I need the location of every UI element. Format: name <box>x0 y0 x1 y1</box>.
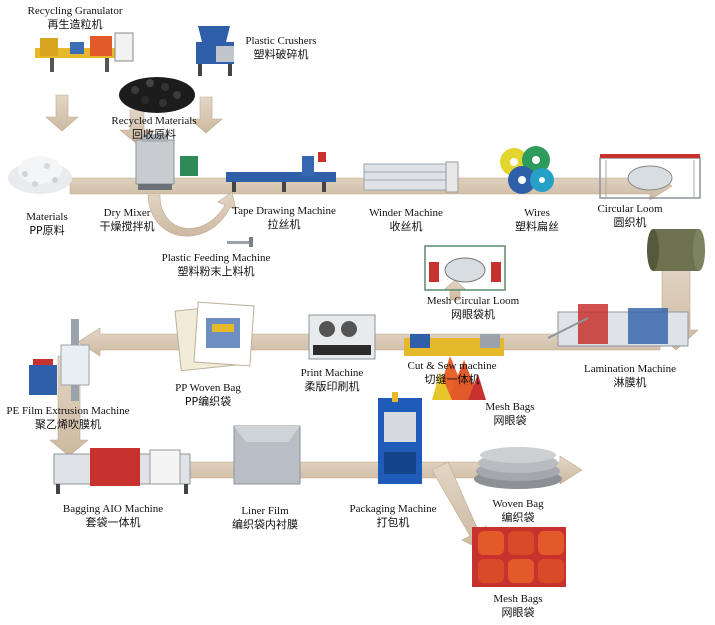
cut-sew-machine-image <box>404 334 504 356</box>
arrow-granulator-down <box>45 94 79 132</box>
label-cut-sew: Cut & Sew machine 切缝一体机 <box>407 360 497 386</box>
label-recycling-granulator: Recycling Granulator 再生造粒机 <box>27 5 123 31</box>
label-pp-woven-bag: PP Woven Bag PP编织袋 <box>175 382 241 408</box>
tape-drawing-machine-image <box>226 152 336 192</box>
plastic-crusher-image <box>196 26 234 76</box>
label-plastic-crushers: Plastic Crushers 塑料破碎机 <box>245 35 317 61</box>
packaging-machine-image <box>378 392 422 484</box>
arrow-crusher-down <box>189 96 223 134</box>
label-dry-mixer: Dry Mixer 干燥搅拌机 <box>99 207 155 233</box>
label-bagging-aio: Bagging AIO Machine 套袋一体机 <box>62 503 164 529</box>
winder-machine-image <box>363 161 459 193</box>
bagging-aio-machine-image <box>53 448 191 494</box>
label-recycled-materials: Recycled Materials 回收原料 <box>111 115 197 141</box>
label-print-machine: Print Machine 柔版印刷机 <box>300 367 364 393</box>
liner-film-image <box>233 425 301 485</box>
pe-film-extrusion-image <box>29 319 90 401</box>
circular-loom-image <box>599 154 701 199</box>
label-materials: Materials PP原料 <box>26 211 68 237</box>
wires-spools-image <box>500 146 554 194</box>
arrow-feeding-curve <box>147 191 237 237</box>
label-winder: Winder Machine 收丝机 <box>369 207 443 233</box>
label-tape-drawing: Tape Drawing Machine 拉丝机 <box>232 205 336 231</box>
mesh-bags-pile-image <box>432 356 486 400</box>
woven-bag-stack-image <box>474 447 562 489</box>
label-woven-bag: Woven Bag 编织袋 <box>492 498 544 524</box>
woven-fabric-roll-image <box>647 229 705 271</box>
pp-woven-bag-image <box>174 301 255 372</box>
mesh-bags-red-image <box>472 527 566 587</box>
label-mesh-circular-loom: Mesh Circular Loom 网眼袋机 <box>426 295 520 321</box>
label-liner-film: Liner Film 编织袋内衬膜 <box>232 505 298 531</box>
label-pe-film: PE Film Extrusion Machine 聚乙烯吹膜机 <box>6 405 130 431</box>
dry-mixer-image <box>135 134 198 190</box>
label-circular-loom: Circular Loom 圆织机 <box>597 203 663 229</box>
label-plastic-feeding: Plastic Feeding Machine 塑料粉末上料机 <box>161 252 271 278</box>
recycled-materials-image <box>119 77 195 113</box>
label-lamination: Lamination Machine 淋膜机 <box>584 363 676 389</box>
plastic-feeding-machine-image <box>227 237 253 247</box>
label-mesh-bags-2: Mesh Bags 网眼袋 <box>493 593 543 619</box>
label-mesh-bags-1: Mesh Bags 网眼袋 <box>485 401 535 427</box>
print-machine-image <box>308 314 376 360</box>
recycling-granulator-image <box>35 32 134 72</box>
mesh-circular-loom-image <box>424 245 506 291</box>
lamination-machine-image <box>548 304 689 347</box>
pp-materials-image <box>8 156 72 194</box>
label-wires: Wires 塑料扁丝 <box>515 207 559 233</box>
label-packaging: Packaging Machine 打包机 <box>349 503 437 529</box>
